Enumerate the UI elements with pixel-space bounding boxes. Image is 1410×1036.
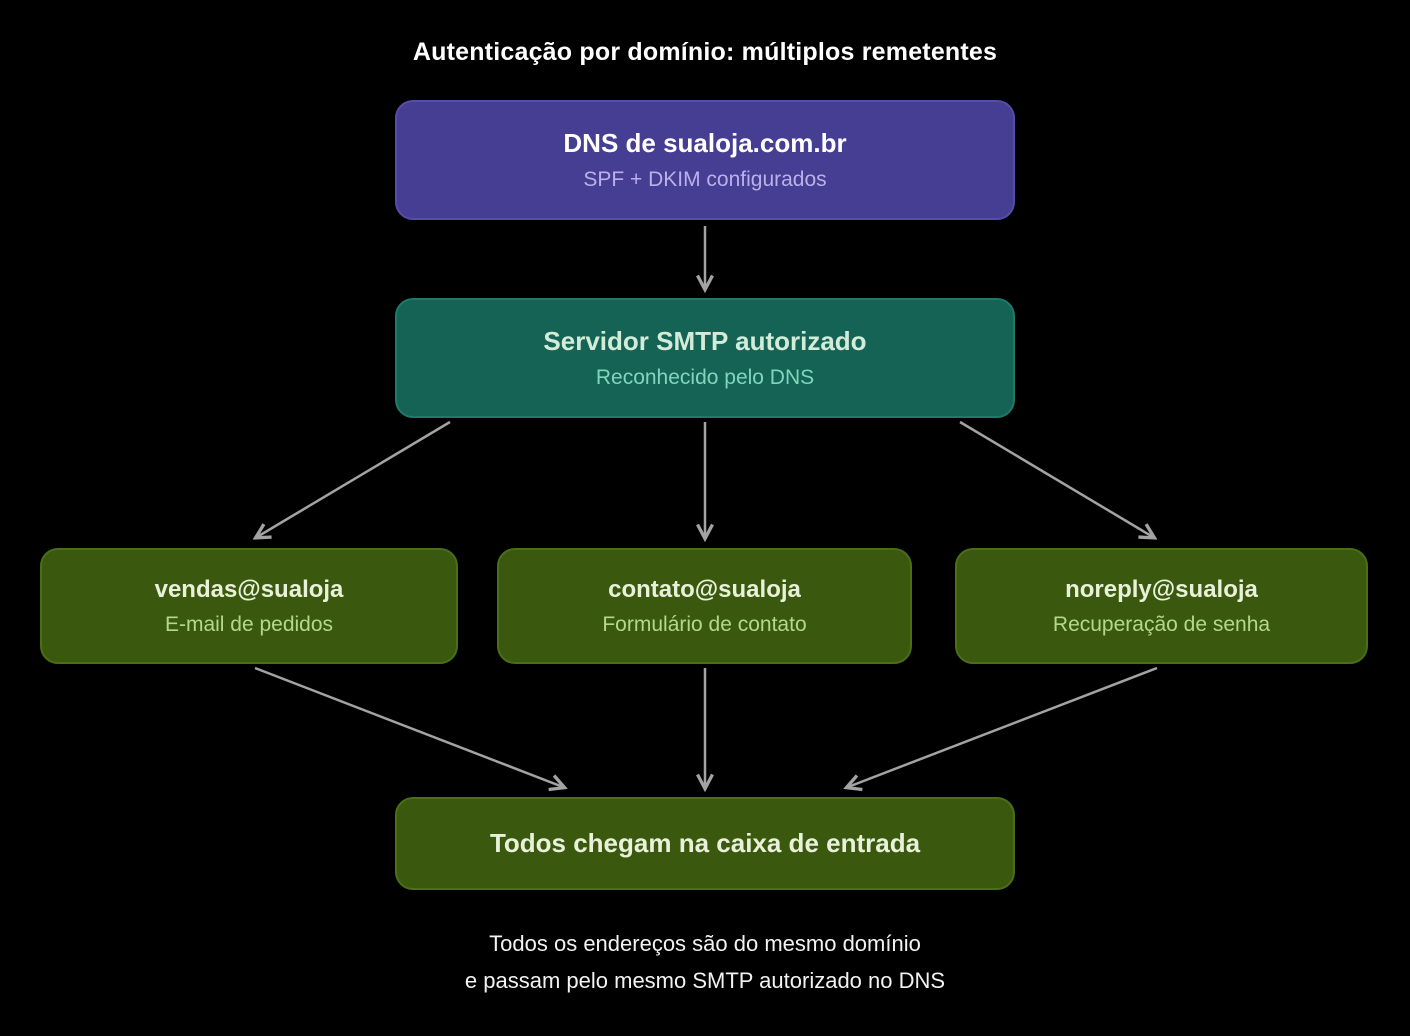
node-sender-vendas-title: vendas@sualoja: [154, 575, 344, 603]
footer-line-1: Todos os endereços são do mesmo domínio: [489, 931, 921, 956]
arrow-vendas-to-inbox: [254, 666, 563, 787]
node-dns-title: DNS de sualoja.com.br: [563, 128, 847, 158]
node-sender-contato-title: contato@sualoja: [608, 575, 801, 603]
node-sender-noreply: noreply@sualoja Recuperação de senha: [955, 548, 1368, 664]
node-inbox: Todos chegam na caixa de entrada: [395, 797, 1015, 890]
arrow-smtp-to-noreply: [959, 420, 1153, 537]
node-sender-noreply-title: noreply@sualoja: [1065, 575, 1258, 603]
node-sender-contato-subtitle: Formulário de contato: [602, 612, 807, 636]
footer-line-2: e passam pelo mesmo SMTP autorizado no D…: [464, 968, 946, 993]
node-sender-vendas: vendas@sualoja E-mail de pedidos: [40, 548, 458, 664]
node-smtp-title: Servidor SMTP autorizado: [543, 326, 867, 356]
node-sender-noreply-subtitle: Recuperação de senha: [1052, 612, 1271, 636]
node-smtp: Servidor SMTP autorizado Reconhecido pel…: [395, 298, 1015, 418]
node-dns-subtitle: SPF + DKIM configurados: [583, 168, 827, 191]
node-smtp-subtitle: Reconhecido pelo DNS: [595, 366, 815, 389]
node-sender-vendas-subtitle: E-mail de pedidos: [164, 612, 334, 636]
node-dns: DNS de sualoja.com.br SPF + DKIM configu…: [395, 100, 1015, 220]
arrow-noreply-to-inbox: [848, 666, 1158, 787]
node-sender-contato: contato@sualoja Formulário de contato: [497, 548, 912, 664]
diagram-title: Autenticação por domínio: múltiplos reme…: [412, 38, 998, 66]
arrow-smtp-to-vendas: [257, 420, 451, 537]
node-inbox-title: Todos chegam na caixa de entrada: [489, 828, 921, 858]
